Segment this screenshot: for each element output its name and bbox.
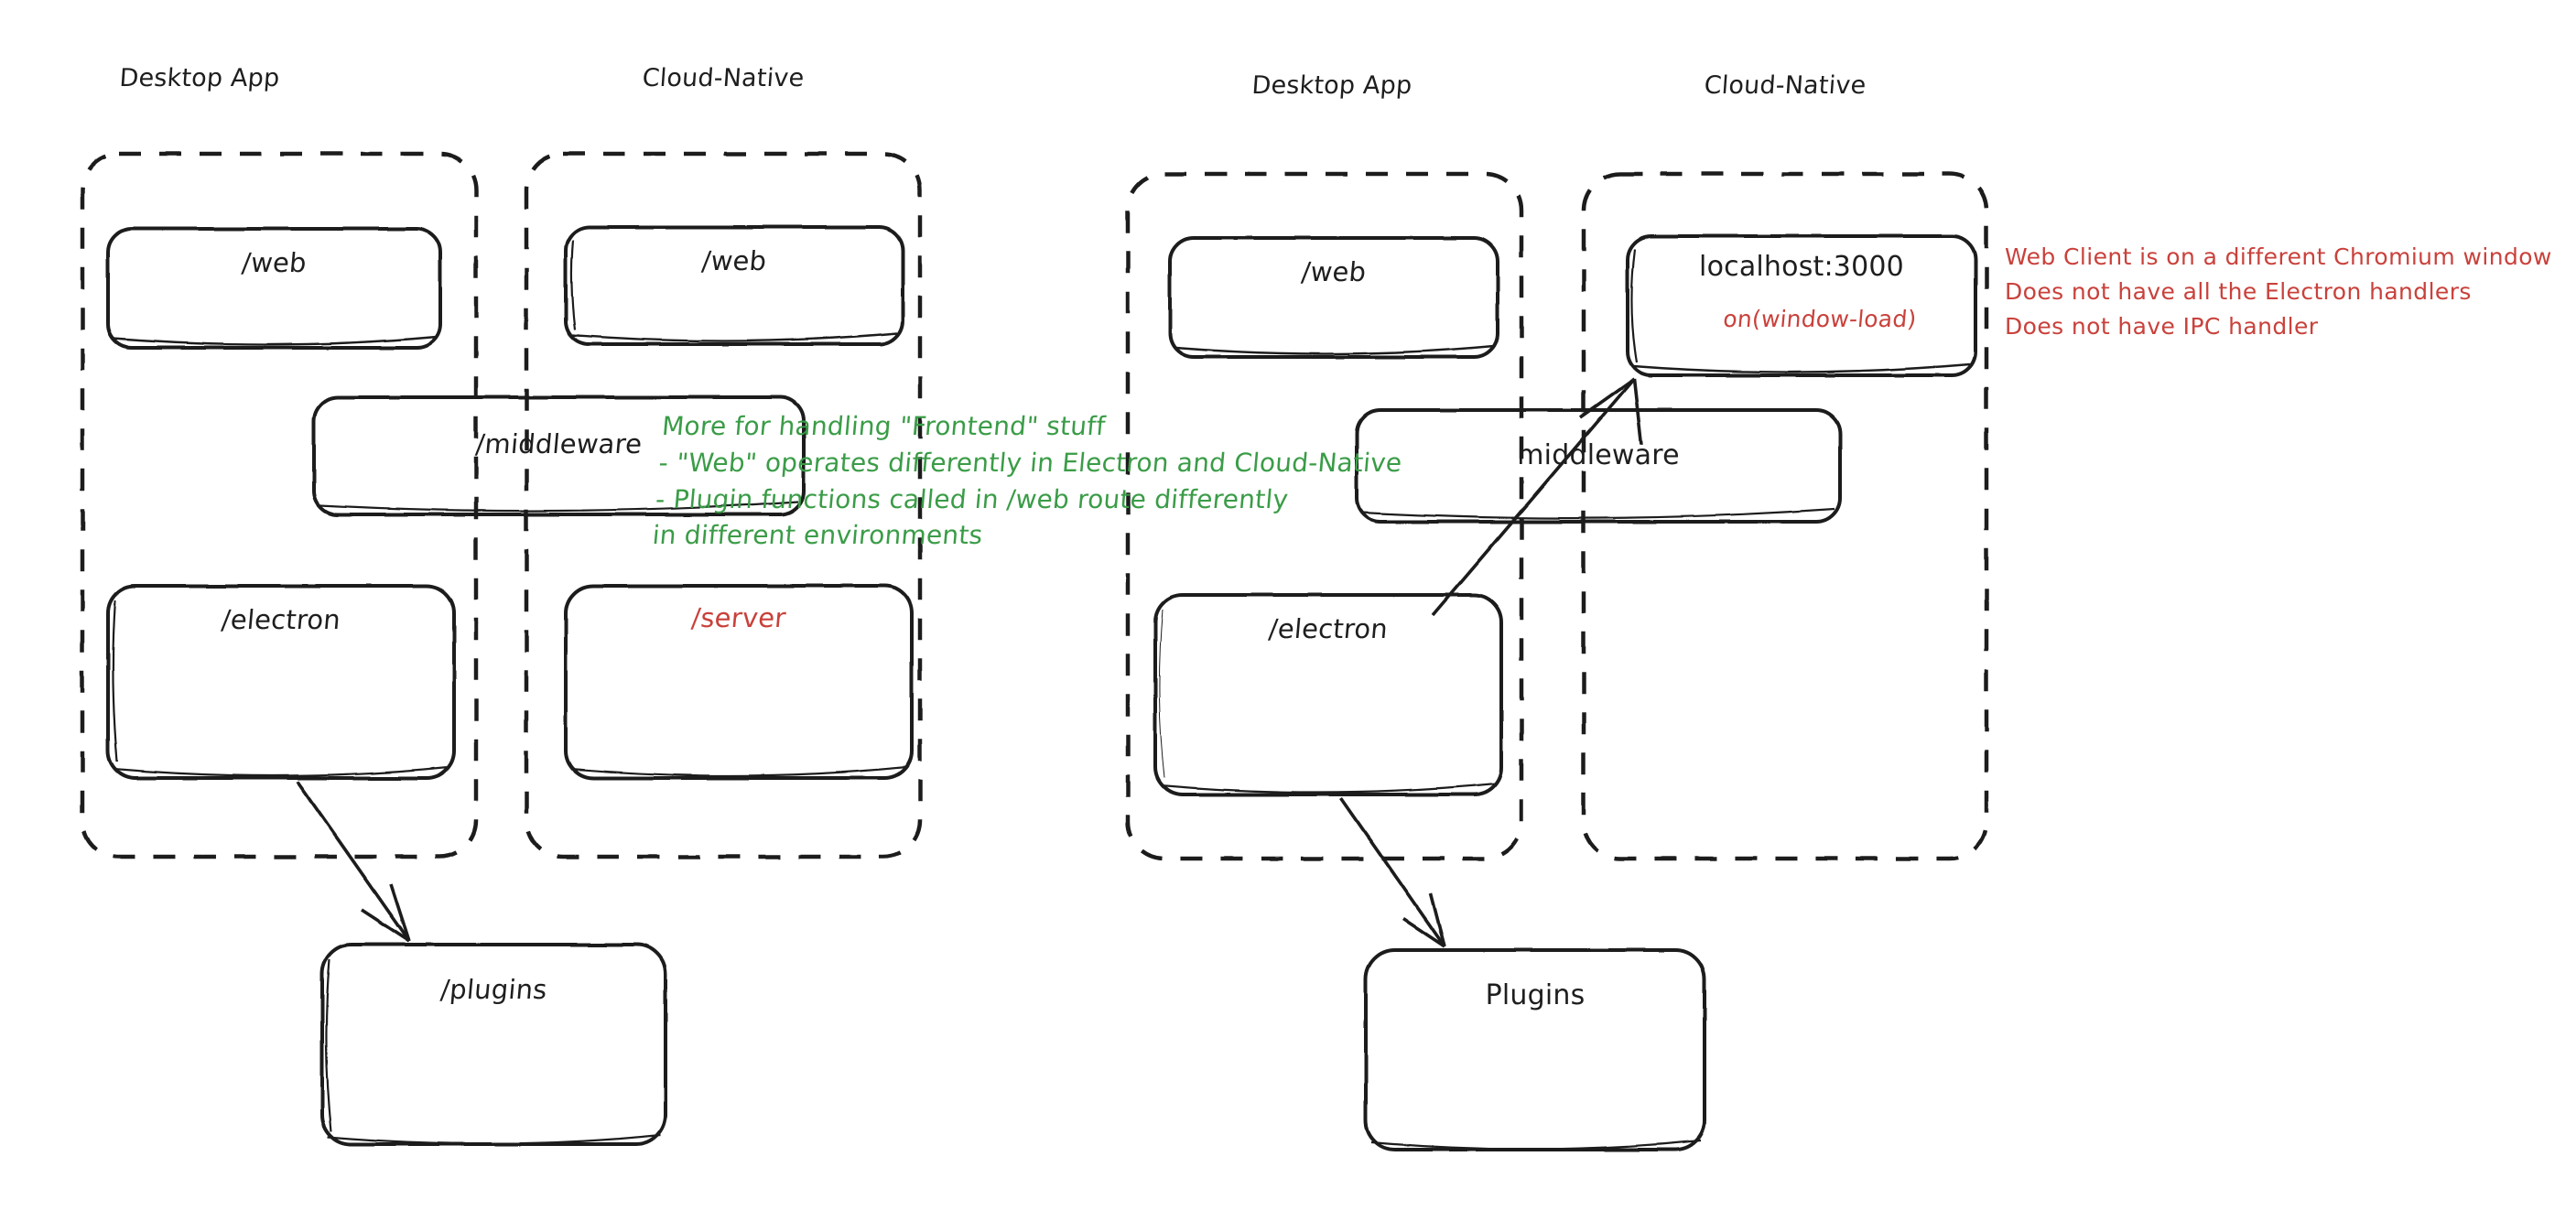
group-label-desktop-app-right: Desktop App <box>1250 71 1413 100</box>
node-label-plugins-left: /plugins <box>438 974 549 1005</box>
node-sublabel-on-window-load: on(window-load) <box>1722 306 1918 332</box>
node-label-middleware-right: middleware <box>1517 439 1680 471</box>
annotation-green-frontend-notes: More for handling "Frontend" stuff - "We… <box>651 411 1403 551</box>
node-label-web-desktop-left: /web <box>240 247 308 278</box>
group-label-cloud-native-left: Cloud-Native <box>641 64 806 92</box>
arrow-electron-to-plugins-right <box>1339 796 1446 948</box>
node-label-electron-right: /electron <box>1267 613 1390 644</box>
node-label-plugins-right: Plugins <box>1485 979 1586 1011</box>
node-label-electron-left: /electron <box>220 604 342 635</box>
node-label-web-cloud-left: /web <box>700 245 768 276</box>
node-label-web-desktop-right: /web <box>1300 256 1368 287</box>
node-label-server-left: /server <box>690 602 787 633</box>
arrow-electron-to-plugins-left <box>296 780 411 943</box>
group-label-desktop-app-left: Desktop App <box>118 64 281 92</box>
annotation-red-web-client-notes: Web Client is on a different Chromium wi… <box>2005 243 2552 340</box>
group-label-cloud-native-right: Cloud-Native <box>1703 71 1867 100</box>
node-label-localhost-right: localhost:3000 <box>1699 251 1904 283</box>
arrow-electron-to-localhost-right <box>1431 377 1643 617</box>
